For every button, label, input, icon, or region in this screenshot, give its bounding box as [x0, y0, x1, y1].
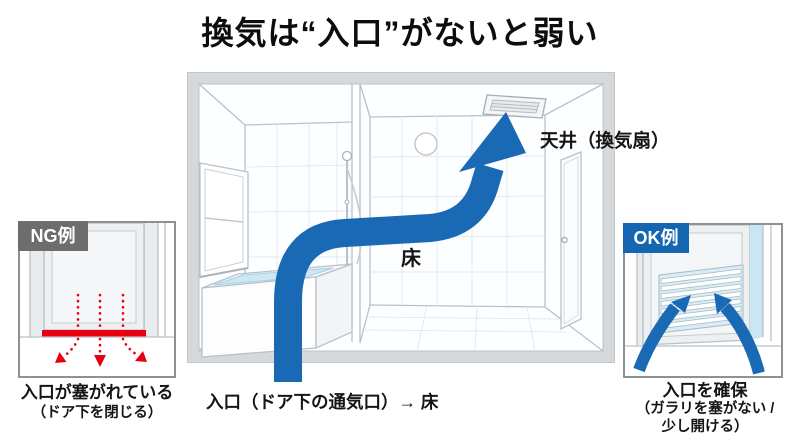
ok-caption-line3: 少し開ける） — [661, 419, 749, 435]
ng-badge: NG例 — [18, 221, 88, 251]
ok-door-illustration — [625, 224, 781, 375]
ok-caption-line2: （ガラリを塞がない / — [635, 401, 775, 417]
louver-vent — [658, 264, 744, 334]
ng-caption-line2: （ドア下を閉じる） — [31, 405, 163, 421]
page-title: 換気は“入口”がないと弱い — [201, 15, 599, 51]
ok-caption-line1: 入口を確保 — [662, 381, 748, 400]
blocked-airflow-arrows — [55, 293, 147, 367]
intake-airflow-arrows — [633, 293, 765, 375]
window — [199, 162, 249, 278]
floor-label: 床 — [401, 248, 421, 270]
main-caption: 入口（ドア下の通気口）→ 床 — [206, 392, 439, 412]
open-gap — [750, 225, 763, 340]
airflow-arrow — [274, 112, 526, 382]
wall-light-icon — [414, 132, 438, 156]
blocked-gap-bar — [42, 330, 146, 337]
ok-caption: 入口を確保 （ガラリを塞がない / 少し開ける） — [612, 382, 798, 436]
bathroom-illustration — [187, 72, 615, 382]
ok-badge: OK例 — [623, 223, 689, 253]
ng-caption-line1: 入口が塞がれている — [20, 383, 174, 402]
ceiling-fan-icon — [482, 94, 547, 119]
ng-caption: 入口が塞がれている （ドア下を閉じる） — [2, 383, 192, 423]
ceiling-fan-label: 天井（換気扇） — [540, 130, 670, 151]
room-door — [560, 151, 582, 331]
